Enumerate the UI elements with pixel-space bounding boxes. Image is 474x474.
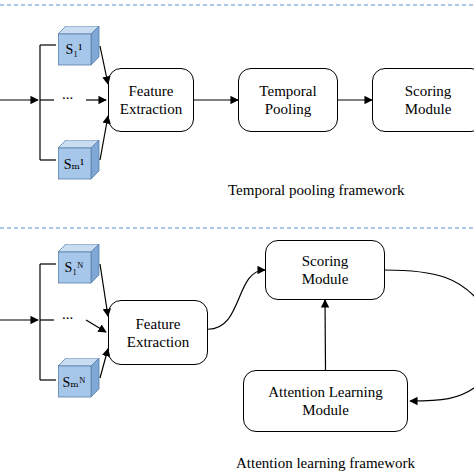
segment-cube: S₁ᴺ [58,244,100,284]
box-label: Feature Extraction [111,82,191,118]
ellipsis: ... [62,306,73,323]
cube-label: S₁ᴺ [58,252,90,284]
box-label: Feature Extraction [113,315,203,351]
box-label: Attention Learning Module [256,383,396,419]
flow-arrow [194,99,238,100]
cube-label: S₁¹ [58,34,90,66]
panel-caption: Temporal pooling framework [228,182,404,199]
output-curve [385,270,474,300]
segment-cube: Sₘᴺ [58,358,100,398]
process-box: Feature Extraction [108,300,208,365]
box-label: Temporal Pooling [248,82,328,118]
panel-caption: Attention learning framework [236,455,415,472]
box-label: Scoring Module [285,252,365,288]
panel-divider [0,228,474,229]
flow-arrow [338,99,372,100]
process-box: Attention Learning Module [243,370,408,432]
flow-arrow [100,116,108,160]
flow-arrow [100,349,108,378]
cube-label: Sₘᴺ [58,366,90,398]
flow-arrow [100,264,108,316]
flow-arrow [100,46,108,84]
process-box: Scoring Module [265,240,385,300]
ellipsis: ... [62,86,73,103]
flow-arrow [208,270,265,329]
panel-divider [0,5,474,6]
segment-cube: Sₘ¹ [58,140,100,180]
feedback-curve [410,385,474,401]
process-box: Temporal Pooling [238,68,338,132]
process-box: Scoring Module [372,68,474,132]
box-label: Scoring Module [388,82,468,118]
cube-label: Sₘ¹ [58,148,90,180]
process-box: Feature Extraction [108,68,194,132]
flow-arrow [324,300,326,370]
segment-cube: S₁¹ [58,26,100,66]
